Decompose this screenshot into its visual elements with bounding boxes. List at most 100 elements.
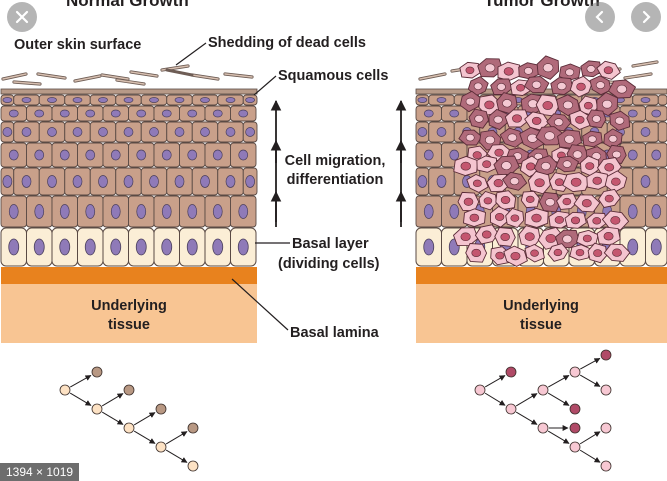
cell-nucleus [8, 204, 19, 219]
differentiated-cell [123, 384, 135, 396]
dead-cell-flake-highlight [74, 75, 101, 82]
dead-cell-flake-highlight [13, 81, 41, 85]
cell-nucleus [47, 175, 57, 188]
cell-nucleus [72, 97, 83, 103]
shedding-leader-line [175, 42, 207, 66]
next-image-button[interactable] [631, 2, 661, 32]
dead-cell-flake-highlight [419, 73, 446, 80]
tumor-cell-nucleus [471, 248, 482, 258]
differentiated-cell [91, 366, 103, 378]
lineage-arrow [165, 449, 188, 463]
tumor-cell-nucleus [583, 101, 593, 110]
cell-nucleus [200, 175, 210, 188]
tumor-cell-nucleus [460, 161, 471, 171]
cell-nucleus [85, 204, 96, 219]
differentiated-cell [155, 403, 167, 415]
lineage-arrow [547, 430, 570, 444]
cell-nucleus [225, 175, 236, 188]
cell-nucleus [136, 149, 147, 161]
cell-nucleus [98, 127, 108, 137]
migration-label-line2: differentiation [286, 172, 384, 188]
cell-nucleus [21, 127, 32, 137]
cell-nucleus [149, 97, 159, 103]
cell-nucleus [200, 97, 210, 103]
migration-label-line1: Cell migration, [284, 153, 386, 169]
tumor-cell-nucleus [572, 150, 583, 159]
cell-nucleus [59, 149, 70, 161]
lineage-arrow [69, 374, 92, 388]
cell-nucleus [149, 127, 159, 137]
lineage-arrow [547, 392, 570, 406]
lineage-arrow [484, 392, 506, 406]
tumor-cell-nucleus [592, 217, 602, 225]
tumor-cell-nucleus [495, 251, 505, 260]
tumor-cell-nucleus [484, 63, 496, 73]
lineage-arrow [133, 430, 156, 444]
cell-nucleus [59, 238, 71, 256]
differentiated-cell [505, 366, 517, 378]
lineage-arrow [579, 449, 601, 463]
tumor-cell-nucleus [502, 99, 512, 108]
close-button[interactable] [7, 2, 37, 32]
dead-cell-flake [165, 68, 194, 77]
tumor-cell-nucleus [562, 197, 572, 206]
cell-nucleus [34, 149, 45, 161]
tumor-cell-nucleus [540, 161, 551, 171]
tumor-cell-nucleus [510, 251, 521, 261]
previous-image-button[interactable] [585, 2, 615, 32]
basal-lamina-label: Basal lamina [290, 325, 379, 341]
cell-nucleus [245, 127, 255, 137]
tumor-cell-nucleus [608, 135, 618, 143]
basal-lamina-leader-line [231, 278, 289, 331]
cell-nucleus [161, 238, 173, 256]
cell-nucleus [627, 238, 639, 256]
left-basal-lamina [1, 267, 257, 284]
tumor-cell-nucleus [483, 197, 493, 205]
tumor-cell-nucleus [575, 248, 585, 257]
cell-nucleus [225, 97, 236, 103]
cell-nucleus [110, 204, 121, 219]
left-underlying-tissue [1, 284, 257, 343]
tumor-cell-nucleus [534, 178, 545, 188]
stem-cell [505, 403, 517, 415]
image-size-badge: 1394 × 1019 [0, 463, 80, 481]
left-tissue-block [0, 88, 258, 343]
lineage-arrow [547, 374, 570, 388]
cell-nucleus [135, 238, 147, 256]
dead-cell-flake-highlight [101, 74, 129, 80]
tumor-cell-nucleus [603, 232, 614, 241]
tumor-cell-nucleus [474, 114, 484, 123]
tumor-cell-nucleus [495, 213, 505, 221]
tumor-cell-nucleus [501, 161, 512, 171]
normal-growth-header: Normal Growth [66, 0, 189, 10]
cell-nucleus [21, 175, 32, 188]
tumor-cell-nucleus [525, 195, 535, 203]
tumor-cell-nucleus [531, 80, 542, 89]
stem-cell [569, 441, 581, 453]
cell-nucleus [245, 175, 255, 188]
cell-nucleus [238, 204, 249, 219]
tumor-cell-nucleus [601, 99, 613, 109]
cell-nucleus [174, 127, 185, 137]
cell-nucleus [8, 238, 20, 256]
cell-nucleus [651, 149, 662, 161]
tumor-cell-nucleus [554, 215, 564, 224]
cell-nucleus [34, 109, 45, 118]
tumor-cell-nucleus [496, 83, 506, 91]
cell-nucleus [436, 127, 447, 137]
cell-nucleus [245, 97, 255, 103]
lineage-arrow [133, 412, 156, 426]
cell-nucleus [640, 175, 651, 188]
tumor-cell-nucleus [523, 67, 533, 75]
chevron-right-icon [642, 10, 651, 24]
tumor-cell-nucleus [614, 116, 625, 125]
tumor-cell-nucleus [553, 248, 563, 257]
tumor-cell-nucleus [616, 84, 627, 94]
cell-nucleus [8, 109, 19, 118]
cell-nucleus [149, 175, 159, 188]
cell-nucleus [123, 97, 134, 103]
underlying-tissue-right-line1: Underlying [503, 298, 579, 314]
cell-nucleus [34, 204, 45, 219]
tumor-cell-nucleus [509, 177, 520, 186]
